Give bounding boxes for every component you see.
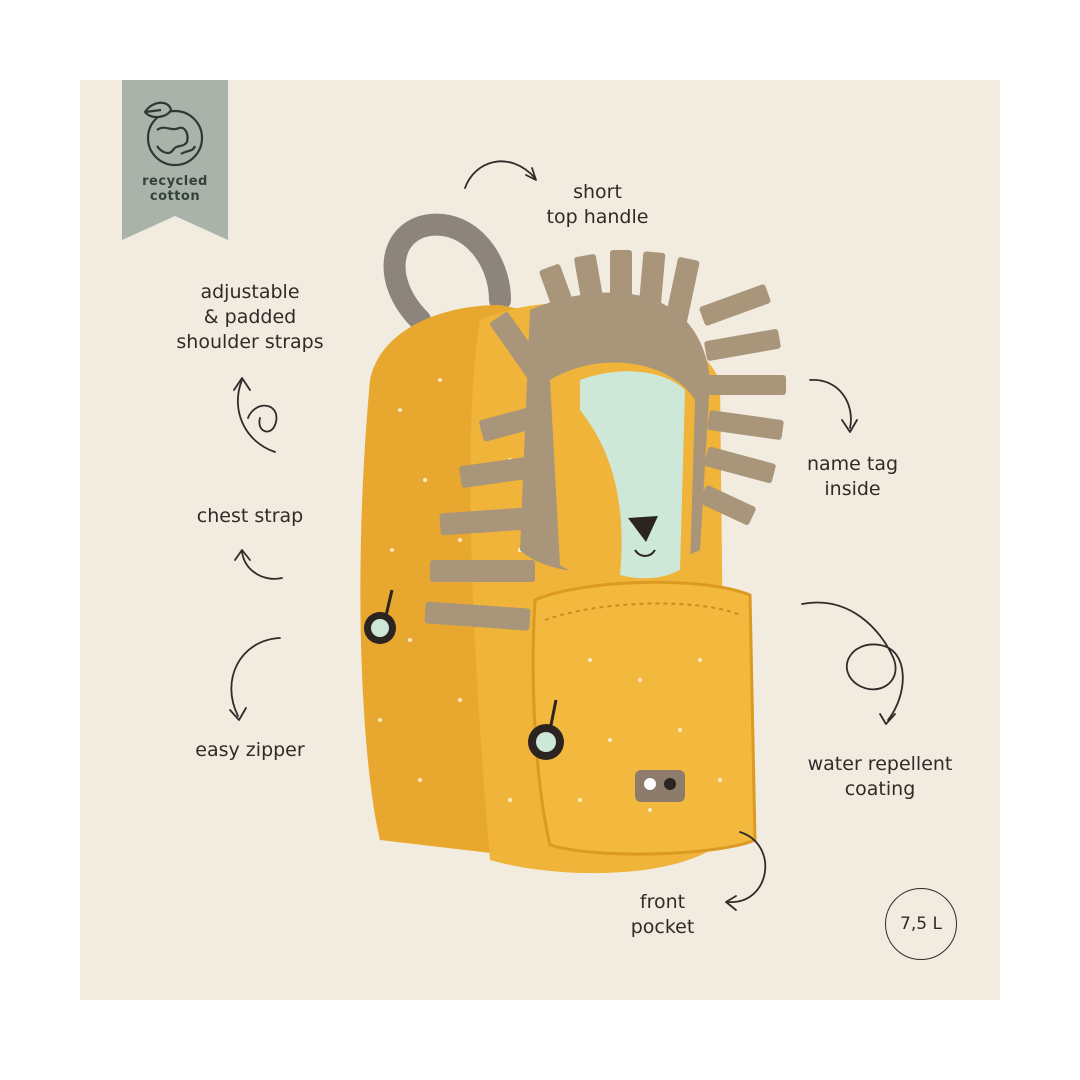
arrow-top-handle [229, 160, 904, 911]
lion-backpack-image [360, 213, 786, 874]
label-easy-zipper: easy zipper [195, 739, 305, 761]
lion-nose [628, 516, 658, 542]
zipper-pull-pocket [528, 699, 564, 760]
recycled-cotton-badge [122, 80, 228, 240]
leaf-globe-icon [143, 101, 204, 167]
top-handle [383, 213, 511, 331]
label-shoulder-straps: adjustable & padded shoulder straps [176, 281, 324, 353]
label-water-repellent: water repellent coating [807, 753, 953, 800]
volume-badge: 7,5 L [885, 888, 957, 960]
zipper-pull-side [364, 589, 396, 644]
label-name-tag: name tag inside [806, 453, 899, 500]
label-top-handle: short top handle [546, 181, 649, 228]
label-front-pocket: front pocket [630, 891, 695, 938]
label-chest-strap: chest strap [196, 505, 304, 527]
front-pocket [531, 580, 757, 856]
product-panel: recycled cotton [80, 80, 1000, 1000]
badge-label: recycled cotton [142, 174, 208, 204]
